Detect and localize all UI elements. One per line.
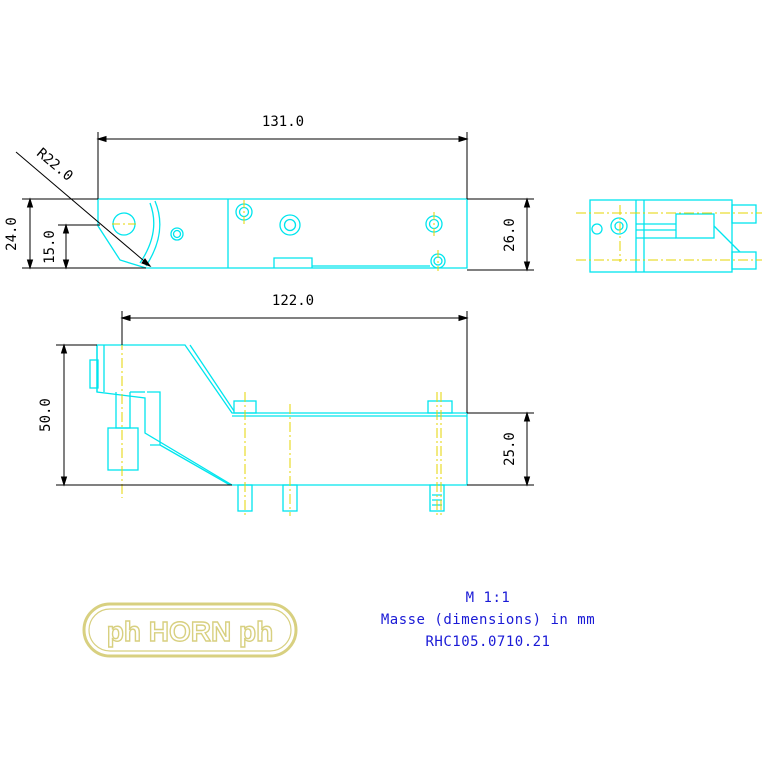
side-view-body xyxy=(589,199,733,273)
top-view-hole xyxy=(279,214,301,236)
dim-height-15: 15.0 xyxy=(42,230,58,264)
top-view-hole xyxy=(283,218,297,232)
dim-height-24: 24.0 xyxy=(4,217,20,251)
scale-note: M 1:1 xyxy=(465,590,511,606)
top-view-hole xyxy=(172,229,182,239)
front-view-dimensions xyxy=(56,311,534,487)
top-view xyxy=(97,198,468,269)
top-view-radius-arc-inner xyxy=(139,202,155,264)
top-view-centerlines xyxy=(112,200,439,271)
front-view-jaw-block xyxy=(107,427,139,471)
dim-radius: R22.0 xyxy=(33,145,76,184)
side-view xyxy=(589,199,757,273)
front-view-body-outline xyxy=(96,344,468,486)
horn-logo: ph HORN ph xyxy=(82,602,298,658)
dim-height-50: 50.0 xyxy=(38,398,54,432)
top-view-hole xyxy=(170,227,184,241)
part-number: RHC105.0710.21 xyxy=(425,634,551,650)
units-note: Masse (dimensions) in mm xyxy=(380,612,596,628)
side-view-centerlines xyxy=(576,205,762,262)
dim-front-length: 122.0 xyxy=(272,293,314,309)
dim-top-length: 131.0 xyxy=(262,114,304,130)
dim-height-25: 25.0 xyxy=(502,432,518,466)
top-view-slot xyxy=(273,257,313,268)
top-view-dimensions xyxy=(15,132,534,272)
front-view xyxy=(89,344,468,512)
dim-height-26: 26.0 xyxy=(502,218,518,252)
top-view-radius-arc xyxy=(145,200,161,267)
logo-text: ph HORN ph xyxy=(107,616,273,647)
front-view-centerlines xyxy=(121,340,442,516)
